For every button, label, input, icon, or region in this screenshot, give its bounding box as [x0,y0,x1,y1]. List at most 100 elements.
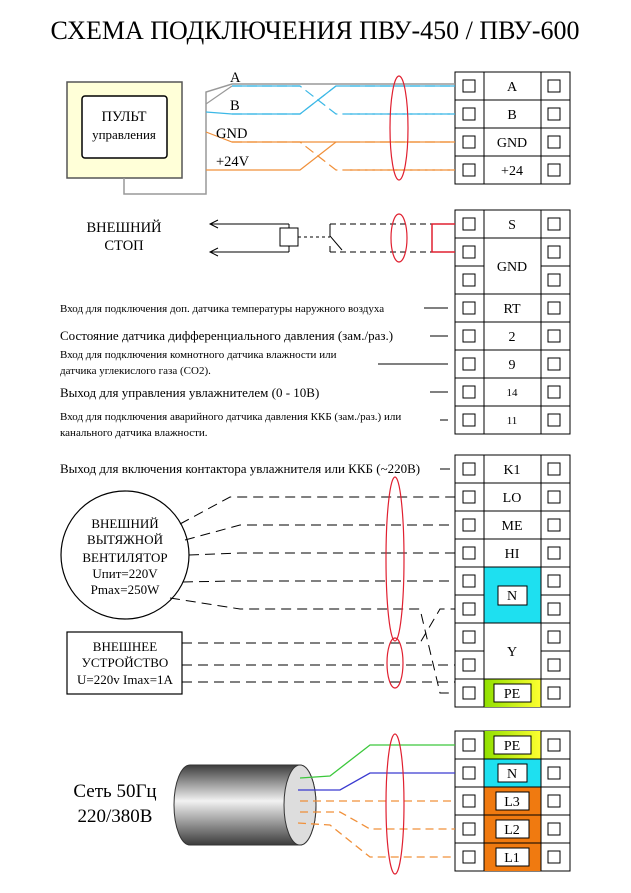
terminal-screw [462,163,476,177]
terminal-screw [462,602,476,616]
terminal-screw [462,273,476,287]
device-wires [182,608,455,683]
terminal-screw [462,301,476,315]
terminal-screw [547,357,561,371]
terminal-label-gnd: GND [497,136,527,151]
desc-humidity-line1: Вход для подключения комнотного датчика … [60,349,337,361]
terminal-screws [462,79,561,864]
terminal-screw [462,574,476,588]
terminal-screw [462,79,476,93]
terminal-screw [547,518,561,532]
page-title: СХЕМА ПОДКЛЮЧЕНИЯ ПВУ-450 / ПВУ-600 [51,16,580,45]
wire-label-gnd: GND [216,126,247,142]
terminal-label-l3: L3 [504,795,520,810]
desc-contactor: Выход для включения контактора увлажните… [60,461,420,476]
terminal-screw [547,79,561,93]
terminal-screw [462,686,476,700]
terminal-screw [462,630,476,644]
fan-line4: Uпит=220V [92,566,158,581]
terminal-label-me: ME [502,519,523,534]
fan-line1: ВНЕШНИЙ [91,516,158,531]
terminal-screw [547,462,561,476]
terminal-label-pe: PE [504,687,520,702]
mains-line1: Сеть 50Гц [73,781,156,802]
terminal-screw [462,822,476,836]
ring-marker-fan [385,476,405,642]
terminal-block-inputs [454,209,571,435]
ring-marker-device [386,637,404,689]
remote-label-line2: управления [92,127,156,142]
terminal-screw [547,385,561,399]
terminal-screw [462,245,476,259]
device-box [66,631,183,695]
ring-marker-stop [390,213,408,263]
terminal-label-n: N [507,589,517,604]
stop-jumper [431,223,455,253]
device-line1: ВНЕШНЕЕ [93,639,157,654]
terminal-screw [547,794,561,808]
terminal-label-lo: LO [503,491,522,506]
ring-marker-mains [385,733,405,875]
remote-control-panel [66,81,455,195]
terminal-screw [547,602,561,616]
terminal-label-n2: N [507,767,517,782]
terminal-screw [462,490,476,504]
terminal-screw [547,822,561,836]
terminal-screw [462,107,476,121]
wire-label-a: A [230,70,241,86]
terminal-screw [547,546,561,560]
wire-label-24v: +24V [216,154,250,170]
terminal-screw [547,766,561,780]
fan-wires [169,496,455,694]
terminal-label-14: 14 [507,387,519,399]
terminal-label-s: S [508,218,516,233]
terminal-screw [547,107,561,121]
terminal-label-pe2: PE [504,739,520,754]
terminal-screw [462,135,476,149]
terminal-screw [462,794,476,808]
terminal-label-b: B [507,108,516,123]
terminal-screw [462,658,476,672]
mains-line2: 220/380В [78,806,153,827]
terminal-screw [547,413,561,427]
terminal-screw [547,245,561,259]
terminal-label-2: 2 [509,330,516,345]
stop-circuit [208,219,455,257]
terminal-label-l1: L1 [504,851,520,866]
desc-alarm-line1: Вход для подключения аварийного датчика … [60,411,401,423]
device-line2: УСТРОЙСТВО [82,655,169,670]
terminal-screw [547,273,561,287]
terminal-screw [462,329,476,343]
stop-label-line1: ВНЕШНИЙ [86,219,162,236]
terminal-screw [462,413,476,427]
terminal-screw [547,630,561,644]
terminal-screw [547,329,561,343]
ring-marker-bus [389,75,409,181]
desc-rt: Вход для подключения доп. датчика темпер… [60,303,384,315]
terminal-label-hi: HI [505,547,520,562]
desc-alarm-line2: канального датчика влажности. [60,427,208,439]
fan-line3: ВЕНТИЛЯТОР [82,550,167,565]
terminal-screw [547,686,561,700]
terminal-screw [547,217,561,231]
wire-label-b: B [230,98,240,114]
stop-label-line2: СТОП [104,238,144,254]
terminal-screw [547,574,561,588]
terminal-label-9: 9 [509,358,516,373]
bus-wires [205,85,455,171]
terminal-screw [462,462,476,476]
terminal-screw [547,658,561,672]
mains-wires [297,744,455,858]
terminal-screw [462,385,476,399]
terminal-block-power [454,730,571,872]
fan-line5: Pmax=250W [91,582,160,597]
desc-humidifier: Выход для управления увлажнителем (0 - 1… [60,385,319,400]
terminal-screw [547,163,561,177]
terminal-screw [547,738,561,752]
terminal-screw [462,766,476,780]
terminal-screw [547,135,561,149]
remote-label-line1: ПУЛЬТ [101,109,146,125]
terminal-screw [462,738,476,752]
terminal-label-a: A [507,80,518,95]
